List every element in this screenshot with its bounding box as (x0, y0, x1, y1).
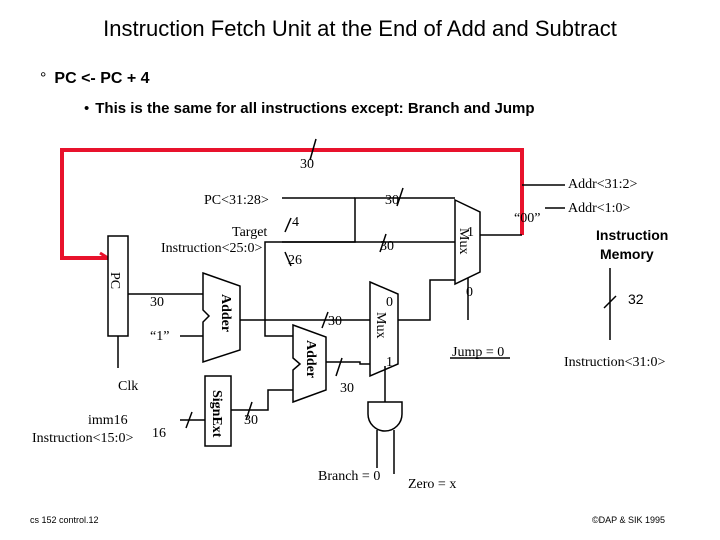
width-16: 16 (152, 426, 166, 441)
imem-label-line1: Instruction (596, 227, 668, 243)
imm-label: imm16 (88, 413, 128, 428)
imm-field-label: Instruction<15:0> (32, 431, 133, 446)
mux1-input-1: 1 (467, 225, 474, 240)
imem-label-line2: Memory (600, 246, 654, 262)
feedback-bus-arrowhead (99, 251, 109, 260)
bus-slash (245, 401, 253, 421)
mux2-input-1: 1 (386, 355, 393, 370)
bullet-pc-update: ° PC <- PC + 4 (40, 70, 150, 88)
bus-slash (335, 357, 343, 377)
bus-slash (379, 233, 387, 253)
zero-label: Zero = x (408, 477, 456, 492)
top-bus-width: 30 (300, 157, 314, 172)
bullet-text: This is the same for all instructions ex… (95, 100, 535, 117)
signext-unit (204, 375, 232, 447)
bus-slash (284, 251, 292, 267)
const-1: “1” (150, 329, 169, 344)
pc-upper-label: PC<31:28> (204, 193, 269, 208)
mux2-label: Mux (373, 312, 388, 338)
bus-width-d: 30 (340, 381, 354, 396)
pc-label: PC (107, 272, 122, 289)
bullet-exception-note: • This is the same for all instructions e… (84, 100, 535, 117)
and-gate (367, 401, 403, 432)
addr-lo-label: Addr<1:0> (568, 201, 631, 216)
footer-copyright: ©DAP & SIK 1995 (592, 515, 666, 525)
bus-width-e: 30 (244, 413, 258, 428)
bus-slash (396, 187, 404, 207)
width-4: 4 (292, 215, 299, 230)
signext-out (231, 389, 293, 411)
pc-out-width: 30 (150, 295, 164, 310)
instruction-out-label: Instruction<31:0> (564, 355, 665, 370)
width-32: 32 (628, 291, 644, 307)
bullet-marker: ° (40, 70, 47, 87)
bus-slash (603, 295, 617, 309)
mux1-input-0: 0 (466, 285, 473, 300)
adder1-shape (202, 271, 241, 364)
addr-hi-label: Addr<31:2> (568, 177, 638, 192)
bus-slash (185, 411, 193, 429)
target-field-label: Instruction<25:0> (161, 241, 262, 256)
bus-width-c: 30 (328, 314, 342, 329)
slide-title: Instruction Fetch Unit at the End of Add… (103, 16, 617, 41)
mux2-input-0: 0 (386, 295, 393, 310)
adder2-label: Adder (303, 340, 318, 378)
branch-label: Branch = 0 (318, 469, 380, 484)
bus-slash (284, 217, 292, 233)
signext-label: SignExt (209, 390, 224, 438)
bullet-marker: • (84, 100, 90, 117)
const-00: “00” (514, 211, 540, 226)
adder1-out (240, 197, 455, 321)
adder2-out (326, 361, 370, 365)
adder2-shape (292, 323, 327, 404)
jump-label: Jump = 0 (452, 345, 504, 360)
adder1-to-adder2 (264, 320, 293, 337)
mux2-out-to-mux1 (398, 279, 455, 321)
mux2-shape (369, 280, 399, 378)
mux1-label: Mux (456, 228, 471, 254)
bus-width-b: 30 (380, 239, 394, 254)
feedback-bus (60, 148, 524, 260)
target-label: Target (232, 225, 267, 240)
clk-label: Clk (118, 379, 138, 394)
bus-slash (321, 311, 329, 329)
bullet-text: PC <- PC + 4 (54, 70, 150, 87)
adder1-label: Adder (218, 294, 233, 332)
bus-width-a: 30 (385, 193, 399, 208)
width-26: 26 (288, 253, 302, 268)
mux1-shape (454, 198, 481, 286)
bus-slash (309, 138, 317, 161)
footer-course: cs 152 control.12 (30, 515, 99, 525)
